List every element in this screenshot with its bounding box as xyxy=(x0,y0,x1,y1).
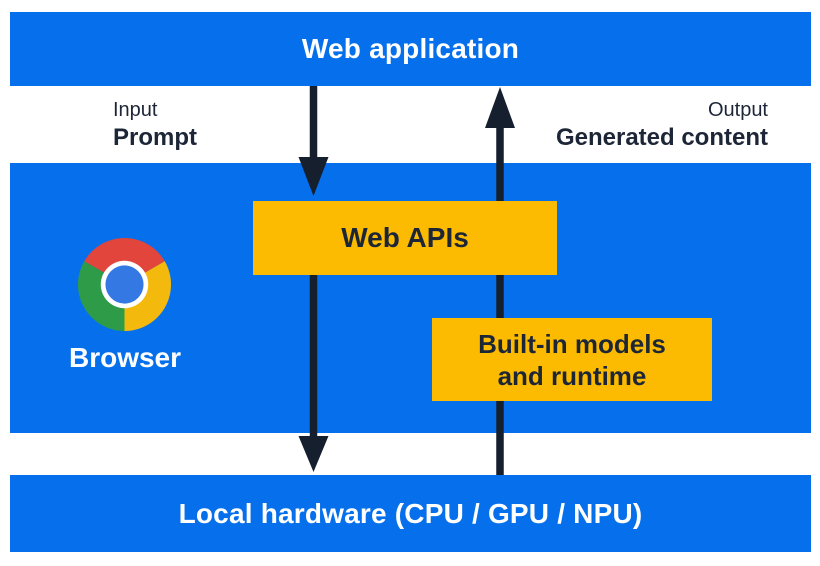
prompt-down-arrow xyxy=(298,86,329,472)
output-category-label: Output xyxy=(707,99,768,121)
builtin-models-label-line2: and runtime xyxy=(497,360,647,391)
web-application-band: Web application xyxy=(10,12,811,86)
input-category-label: Input xyxy=(113,99,158,121)
builtin-models-label-line1: Built-in models xyxy=(478,328,666,359)
local-hardware-label: Local hardware (CPU / GPU / NPU) xyxy=(178,497,643,529)
browser-label: Browser xyxy=(68,342,182,373)
local-hardware-band: Local hardware (CPU / GPU / NPU) xyxy=(10,475,811,552)
web-application-label: Web application xyxy=(301,33,520,64)
chrome-logo-icon xyxy=(78,238,171,331)
builtin-models-box: Built-in models and runtime xyxy=(432,318,712,401)
generated-content-up-arrow xyxy=(485,87,515,475)
web-apis-label: Web APIs xyxy=(341,222,469,253)
input-annotation: Input Prompt xyxy=(113,98,197,152)
prompt-label: Prompt xyxy=(113,124,197,151)
web-apis-box: Web APIs xyxy=(253,201,557,275)
generated-content-label: Generated content xyxy=(555,124,768,151)
output-annotation: Output Generated content xyxy=(556,98,768,152)
